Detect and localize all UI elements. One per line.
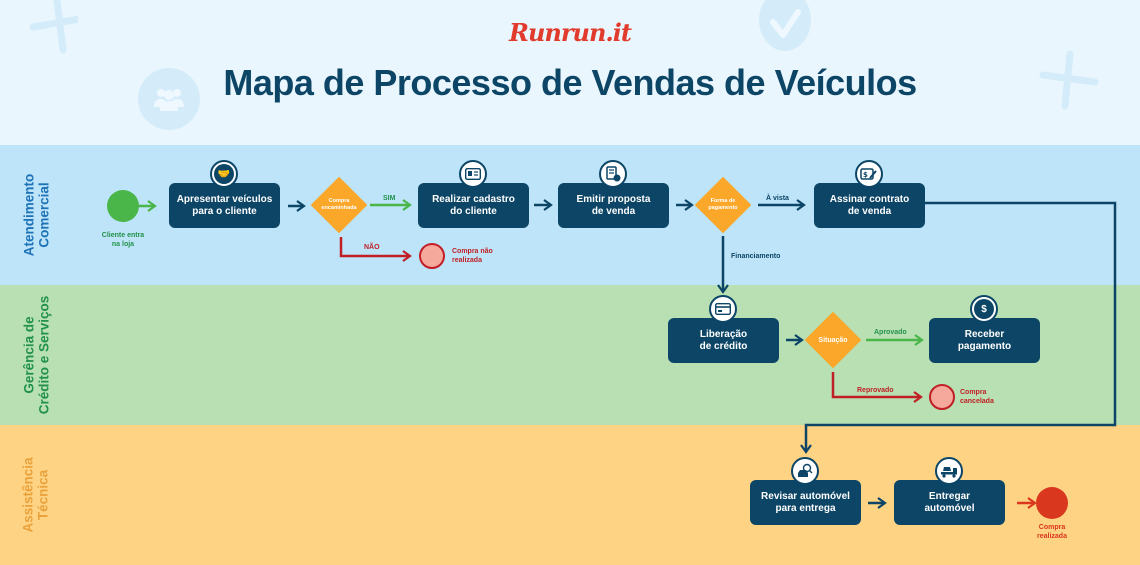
label-financiamento: Financiamento (731, 253, 781, 260)
task-label: Apresentar veículos para o cliente (176, 193, 273, 217)
connector-reprovado (831, 372, 923, 403)
decision-compra-encaminhada[interactable]: Compra encaminhada (310, 176, 368, 234)
task-label: Entregar automóvel (924, 490, 975, 514)
check-circle-icon (759, 0, 811, 51)
task-label: Realizar cadastro do cliente (432, 193, 515, 217)
decision-label: Situação (818, 336, 848, 344)
label-reprovado: Reprovado (857, 387, 894, 394)
page-title: Mapa de Processo de Vendas de Veículos (223, 62, 917, 103)
runrun-logo: Runrun.it (509, 18, 632, 47)
label-a-vista: À vista (766, 195, 789, 202)
task-label: Emitir proposta de venda (576, 193, 651, 217)
end-label-realizada: Compra realizada (1037, 524, 1067, 540)
svg-text:$: $ (863, 171, 868, 179)
decision-label: Compra encaminhada (321, 198, 357, 211)
start-label: Cliente entra na loja (101, 232, 145, 248)
task-apresentar-veiculos[interactable]: Apresentar veículos para o cliente (169, 183, 280, 228)
task-receber-pagamento[interactable]: Receber pagamento (929, 318, 1040, 363)
label-sim: SIM (383, 195, 396, 202)
start-event (107, 190, 139, 222)
money-bag-icon: $ (970, 295, 998, 323)
end-event-realizada (1036, 487, 1068, 519)
connector-contrato-revisar (800, 201, 1117, 454)
task-label: Assinar contrato de venda (829, 193, 910, 217)
end-event-cancelada (929, 384, 955, 410)
task-assinar-contrato[interactable]: Assinar contrato de venda (814, 183, 925, 228)
header: Runrun.it Mapa de Processo de Vendas de … (0, 0, 1140, 145)
plus-icon (1039, 50, 1099, 110)
task-label: Liberação de crédito (699, 328, 748, 352)
task-entregar-automovel[interactable]: Entregar automóvel (894, 480, 1005, 525)
task-liberacao-credito[interactable]: Liberação de crédito (668, 318, 779, 363)
end-event-nao-realizada (419, 243, 445, 269)
end-label-nao-realizada: Compra não realizada (452, 248, 493, 264)
decision-label: Forma de pagamento (708, 198, 738, 211)
end-label-cancelada: Compra cancelada (960, 389, 994, 405)
users-icon (138, 68, 200, 130)
label-aprovado: Aprovado (874, 329, 907, 336)
document-money-icon (599, 160, 627, 188)
task-label: Revisar automóvel para entrega (761, 490, 850, 514)
id-card-icon (459, 160, 487, 188)
task-label: Receber pagamento (957, 328, 1012, 352)
label-nao: NÃO (364, 244, 380, 251)
connector-nao (339, 237, 412, 262)
contract-sign-icon: $ (855, 160, 883, 188)
plus-icon (29, 0, 78, 54)
tow-truck-icon (935, 457, 963, 485)
handshake-icon: 🤝 (210, 160, 238, 188)
task-emitir-proposta[interactable]: Emitir proposta de venda (558, 183, 669, 228)
task-realizar-cadastro[interactable]: Realizar cadastro do cliente (418, 183, 529, 228)
task-revisar-automovel[interactable]: Revisar automóvel para entrega (750, 480, 861, 525)
car-search-icon (791, 457, 819, 485)
decision-situacao[interactable]: Situação (804, 311, 862, 369)
credit-card-icon (709, 295, 737, 323)
decision-forma-pagamento[interactable]: Forma de pagamento (694, 176, 752, 234)
